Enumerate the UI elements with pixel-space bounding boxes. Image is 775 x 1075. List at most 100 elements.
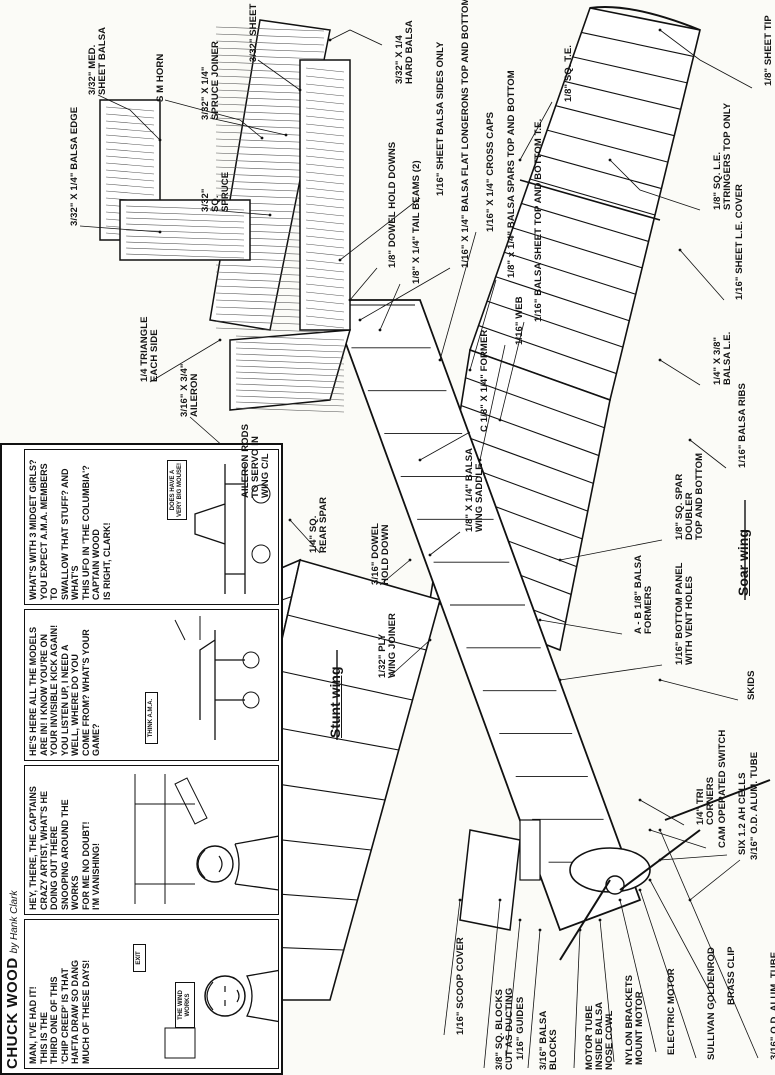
fin-grain — [105, 141, 155, 147]
callout-goldenrod: SULLIVAN GOLDENROD — [706, 947, 717, 1060]
leader-tip — [378, 328, 382, 332]
leader-line — [339, 197, 421, 261]
fin-grain — [105, 176, 155, 182]
leader-tip — [608, 158, 612, 162]
aileron-strip-grain — [305, 187, 345, 193]
fin-grain — [105, 106, 155, 112]
aileron-strip-grain — [305, 227, 345, 233]
horizontal-stabilizer-grain — [235, 359, 345, 365]
leader-line — [639, 799, 685, 826]
horizontal-stabilizer-grain — [235, 377, 345, 383]
balsa-block-part — [519, 819, 541, 881]
leader-tip — [348, 298, 352, 302]
leader-tip — [428, 553, 432, 557]
leader-tip — [658, 358, 662, 362]
soar-wing-outer-panel-rib — [486, 300, 624, 348]
soar-wing-outer-panel-rib — [538, 154, 662, 190]
aileron-strip-grain — [305, 211, 345, 217]
comic-header: CHUCK WOODby Hank Clark — [4, 891, 22, 1069]
leader-tip — [418, 458, 422, 462]
aileron-strip-grain — [305, 235, 345, 241]
callout-cam-switch: CAM OPERATED SWITCH — [717, 729, 728, 848]
callout-flat-longerons: 1/16" X 1/4" BALSA FLAT LONGERONS TOP AN… — [460, 0, 471, 268]
soar-wing-inner-panel-rib — [465, 377, 605, 429]
callout-guides: 1/16" GUIDES — [515, 996, 526, 1060]
leader-tip — [328, 38, 332, 42]
aileron-strip-grain — [305, 179, 345, 185]
leader-tip — [338, 258, 342, 262]
leader-line — [97, 94, 161, 141]
fin-grain — [105, 120, 155, 126]
leader-tip — [158, 230, 162, 234]
horizontal-stabilizer — [229, 329, 352, 411]
horizontal-stabilizer-grain — [235, 335, 345, 341]
aileron-strip-grain — [305, 139, 345, 145]
soar-wing-outer-panel — [468, 7, 701, 402]
aileron-strip-grain — [305, 107, 345, 113]
leader-line — [164, 99, 263, 139]
soar-wing-inner-panel-rib — [456, 432, 594, 484]
callout-alum-tube: 3/16" O.D. ALUM. TUBE — [749, 751, 760, 860]
leader-line — [289, 519, 321, 554]
comic-figure-biplane — [194, 464, 271, 594]
horizontal-stabilizer-grain — [235, 407, 345, 413]
leader-line — [379, 559, 411, 586]
callout-scoop-cover: 1/16" SCOOP COVER — [455, 937, 466, 1035]
aileron-strip-grain — [305, 251, 345, 257]
leader-line — [519, 101, 553, 161]
callout-sheet-3-32: 3/32" SHEET — [248, 3, 259, 62]
leader-line — [349, 267, 378, 301]
leader-line — [659, 854, 728, 861]
callout-balsa-edge: 3/32" X 1/4" BALSA EDGE — [69, 106, 80, 226]
callout-electric-motor: ELECTRIC MOTOR — [666, 968, 677, 1055]
leader-line — [559, 664, 663, 681]
fin-grain — [105, 127, 155, 133]
fin-grain — [105, 155, 155, 161]
leader-line — [659, 29, 753, 89]
leader-line — [419, 431, 471, 461]
fin-grain — [105, 113, 155, 119]
leader-line — [469, 279, 497, 371]
aileron-strip-grain — [305, 195, 345, 201]
callout-sq-le-stringers: 1/8" SQ. L.E.STRINGERS TOP ONLY — [712, 102, 733, 210]
leader-tip — [428, 638, 432, 642]
leader-line — [329, 29, 383, 46]
aileron-strip-grain — [305, 115, 345, 121]
leader-tip — [478, 458, 482, 462]
callout-sm-horn: S M HORN — [155, 53, 166, 102]
leader-tip — [658, 678, 662, 682]
comic-title: CHUCK WOOD — [4, 957, 21, 1069]
aileron-strip-grain — [305, 259, 345, 265]
fin-grain — [105, 183, 155, 189]
stunt-wing-center-rib — [274, 669, 413, 701]
leader-tip — [358, 318, 362, 322]
fin-grain — [105, 169, 155, 175]
aileron-strip-grain — [305, 275, 345, 281]
leader-tip — [538, 928, 542, 932]
leader-tip — [268, 213, 272, 217]
aileron-strip-grain — [305, 243, 345, 249]
stabilizer-sheet-grain — [215, 54, 325, 60]
leader-tip — [618, 898, 622, 902]
leader-tip — [498, 418, 502, 422]
leader-line — [649, 879, 717, 1004]
leader-tip — [658, 858, 662, 862]
stabilizer-sheet-grain — [215, 40, 325, 46]
leader-line — [359, 267, 451, 321]
leader-line — [209, 209, 271, 216]
callout-former-c: C 1/8" X 1/4" FORMER — [479, 329, 490, 432]
callout-cells: SIX 1.2 AH CELLS — [737, 772, 748, 855]
stabilizer-sheet-grain — [215, 327, 325, 333]
comic-strip: CHUCK WOODby Hank Clark MAN, I'VE HAD IT… — [0, 443, 283, 1075]
section-title-soar-wing: Soar wing — [735, 529, 751, 596]
leader-line — [689, 439, 727, 469]
leader-line — [639, 889, 697, 1059]
fin-grain — [105, 162, 155, 168]
aileron-strip-grain — [305, 99, 345, 105]
